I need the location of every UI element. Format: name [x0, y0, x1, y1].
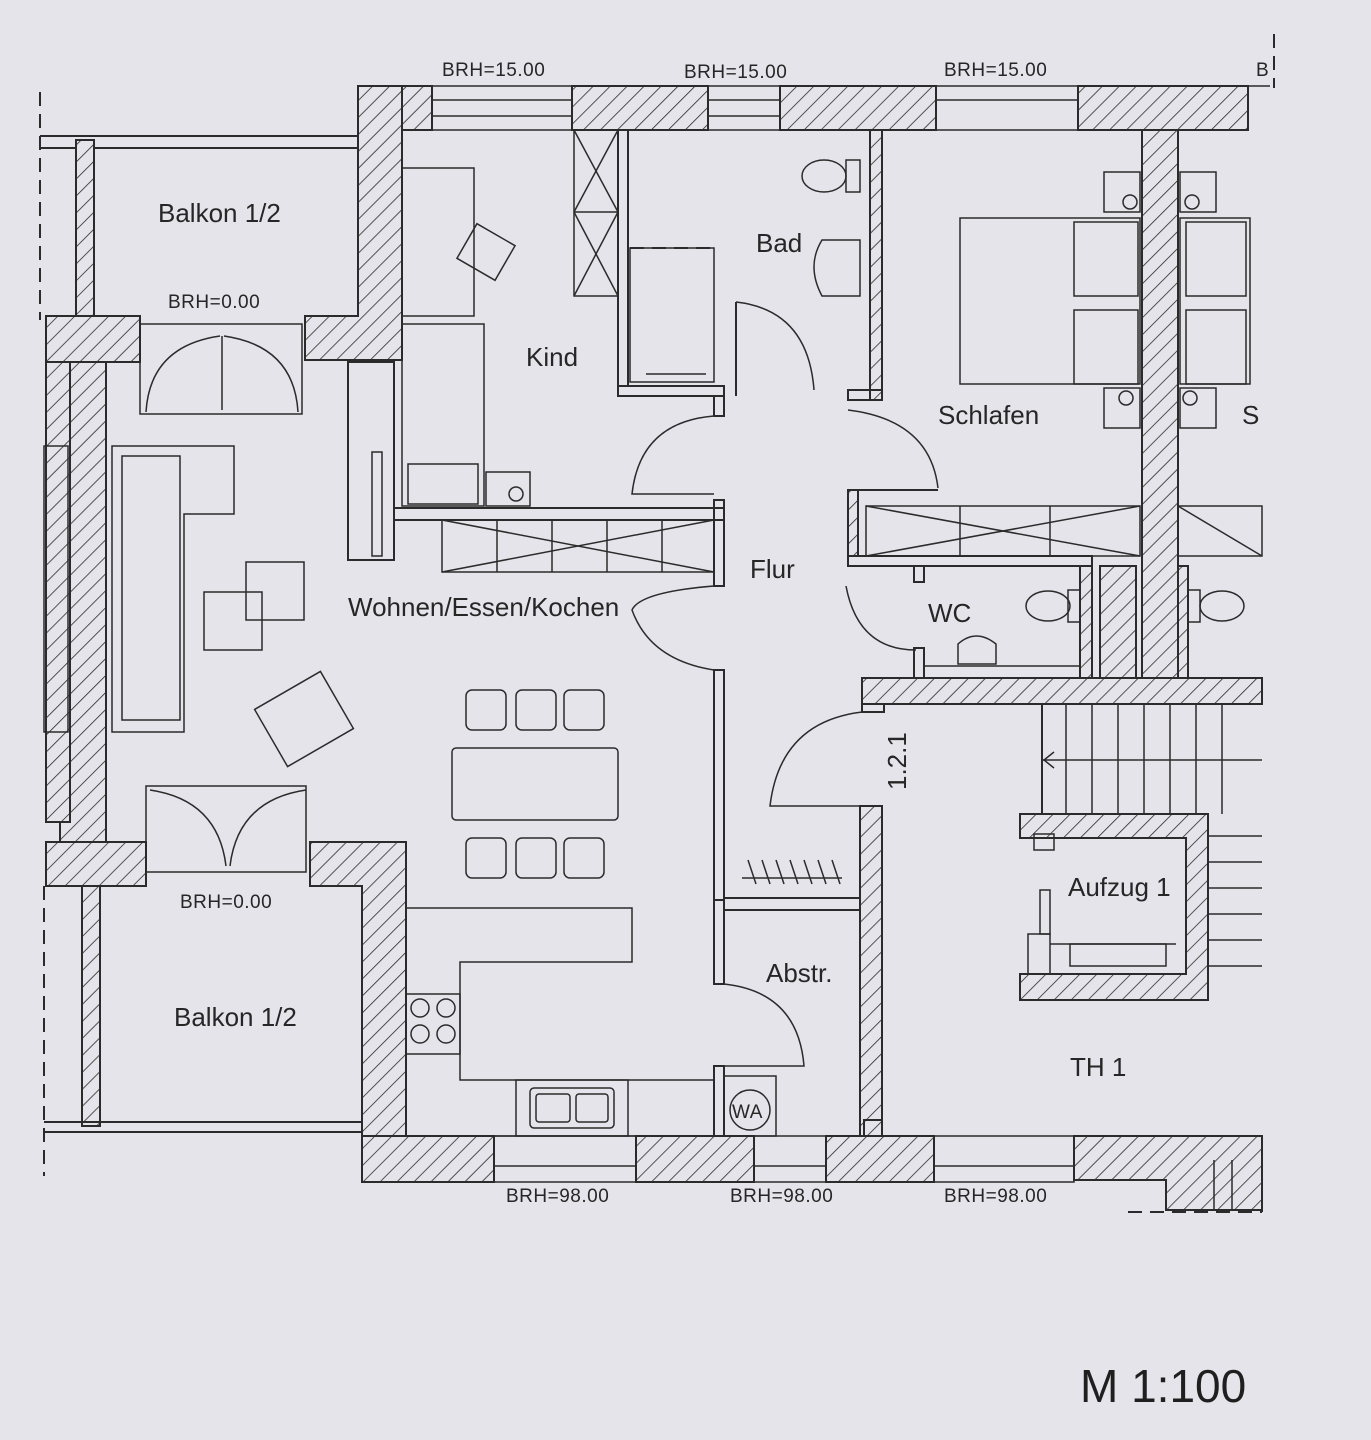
room-label-kind: Kind [526, 342, 578, 372]
brh-label-bottom-1: BRH=98.00 [506, 1186, 609, 1207]
room-label-wohnen: Wohnen/Essen/Kochen [348, 592, 619, 622]
room-label-flur: Flur [750, 554, 795, 584]
room-label-bad: Bad [756, 228, 802, 258]
brh-label-bottom-2: BRH=98.00 [730, 1186, 833, 1207]
room-label-aufzug: Aufzug 1 [1068, 872, 1171, 902]
room-labels: Balkon 1/2 Balkon 1/2 Kind Bad Schlafen … [158, 198, 1259, 1123]
wc-fixtures [845, 585, 1245, 667]
washer-label: WA [732, 1102, 763, 1123]
room-label-schlafen: Schlafen [938, 400, 1039, 430]
exterior-walls [45, 85, 1270, 1211]
room-label-wc: WC [928, 598, 971, 628]
room-label-schlafen-partial: S [1242, 400, 1259, 430]
room-label-th: TH 1 [1070, 1052, 1126, 1082]
brh-label-bottom-3: BRH=98.00 [944, 1186, 1047, 1207]
stairs-elevator [1019, 704, 1262, 1001]
interior-walls [347, 129, 1263, 1137]
schlafen-furniture [847, 171, 1263, 557]
brh-label-top-3: BRH=15.00 [944, 60, 1047, 81]
brh-label-top-1: BRH=15.00 [442, 60, 545, 81]
room-label-balkon-top: Balkon 1/2 [158, 198, 281, 228]
brh-labels: BRH=15.00 BRH=15.00 BRH=15.00 B BRH=0.00… [168, 60, 1269, 1207]
brh-label-balkon-bottom: BRH=0.00 [180, 892, 272, 913]
stair-number-label: 1.2.1 [882, 732, 912, 790]
bad-fixtures [629, 159, 861, 396]
kind-furniture [401, 129, 715, 573]
brh-label-top-2: BRH=15.00 [684, 62, 787, 83]
brh-label-balkon-top: BRH=0.00 [168, 292, 260, 313]
wohnen-furniture [111, 323, 777, 1137]
flur-doors [631, 415, 863, 1067]
scale-label: M 1:100 [1080, 1360, 1246, 1412]
balconies [39, 34, 1275, 1213]
brh-label-top-partial: B [1256, 60, 1269, 81]
room-label-balkon-bottom: Balkon 1/2 [174, 1002, 297, 1032]
room-label-abstr: Abstr. [766, 958, 832, 988]
